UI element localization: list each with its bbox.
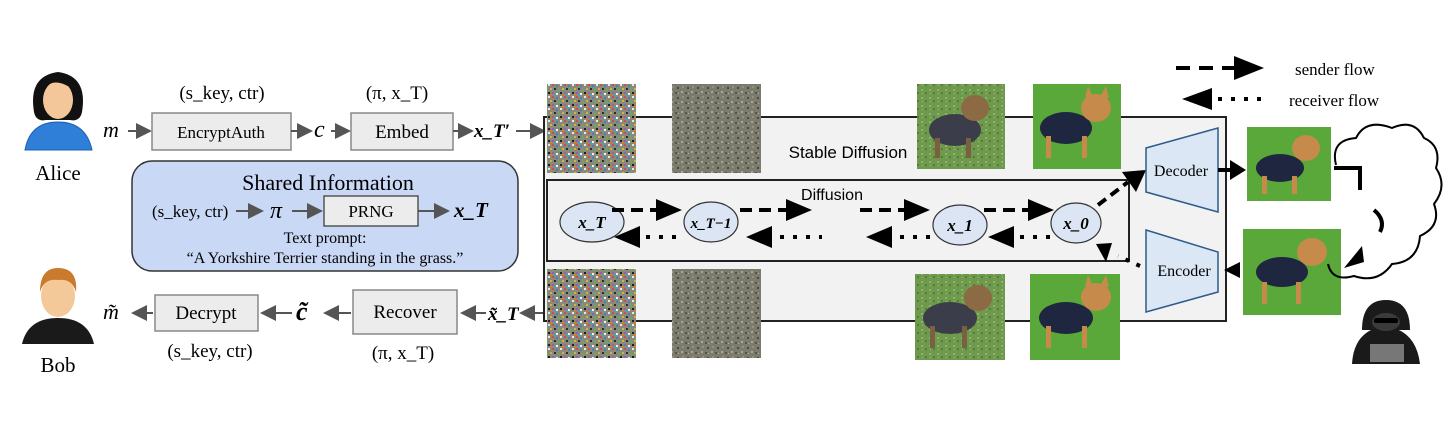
- embed-label: Embed: [375, 122, 429, 143]
- channel-cloud: [1328, 125, 1442, 279]
- dog-image-top: [1033, 84, 1121, 169]
- text-prompt-value: “A Yorkshire Terrier standing in the gra…: [187, 250, 464, 267]
- noise-image-top-2: [672, 84, 761, 173]
- noise-image-bottom-2: [672, 269, 761, 358]
- message-symbol: m: [103, 117, 119, 142]
- legend-sender-flow: sender flow: [1295, 60, 1376, 79]
- bob-label: Bob: [40, 353, 75, 377]
- shared-info-title: Shared Information: [242, 170, 414, 195]
- recover-params: (π, x_T): [372, 343, 434, 364]
- sender-flow-arrowhead: [1234, 56, 1264, 80]
- channel-arrowhead: [1344, 246, 1364, 268]
- node-x1-label: x_1: [946, 216, 973, 235]
- alice-avatar: [25, 72, 92, 150]
- pi-symbol: π: [270, 198, 283, 224]
- xT-prime-symbol: x_T′: [473, 121, 510, 142]
- encoder-label: Encoder: [1157, 263, 1211, 280]
- decoder-label: Decoder: [1154, 163, 1209, 180]
- bob-avatar: [22, 268, 94, 344]
- legend: sender flow receiver flow: [1176, 56, 1380, 110]
- recover-label: Recover: [373, 302, 437, 323]
- text-prompt-label: Text prompt:: [284, 230, 367, 247]
- noise-image-bottom-1: [547, 269, 636, 358]
- encrypt-params: (s_key, ctr): [179, 83, 264, 104]
- xT-tilde-symbol: x̃_T: [487, 304, 520, 325]
- encryptauth-label: EncryptAuth: [177, 123, 265, 142]
- shared-params: (s_key, ctr): [152, 202, 228, 221]
- legend-receiver-flow: receiver flow: [1289, 91, 1380, 110]
- channel-path-top: [1334, 168, 1360, 190]
- node-xT-minus-1-label: x_T−1: [690, 216, 732, 232]
- noise-image-top-1: [547, 84, 636, 173]
- noisy-dog-image-top: [917, 84, 1005, 169]
- node-xT-label: x_T: [577, 213, 606, 232]
- embed-params: (π, x_T): [366, 83, 428, 104]
- output-image-top: [1247, 127, 1331, 201]
- shared-xT-symbol: x_T: [453, 198, 489, 222]
- recovered-ciphertext-symbol: c̃: [296, 297, 309, 326]
- receiver-flow-arrowhead: [1182, 88, 1212, 110]
- stable-diffusion-label: Stable Diffusion: [789, 143, 908, 162]
- decrypt-params: (s_key, ctr): [167, 341, 252, 362]
- channel-path-mid: [1374, 210, 1382, 232]
- recovered-message-symbol: m̃: [103, 299, 119, 324]
- diffusion-label: Diffusion: [801, 187, 863, 204]
- noisy-dog-image-bottom: [915, 274, 1005, 360]
- output-image-bottom: [1243, 229, 1341, 315]
- attacker-icon: [1352, 300, 1420, 364]
- ciphertext-symbol: c: [314, 117, 325, 143]
- alice-label: Alice: [35, 161, 80, 185]
- decrypt-label: Decrypt: [175, 303, 237, 324]
- node-x0-label: x_0: [1062, 214, 1089, 233]
- prng-label: PRNG: [348, 202, 393, 221]
- decoder-out-arrowhead: [1230, 160, 1246, 180]
- dog-image-bottom: [1030, 274, 1120, 360]
